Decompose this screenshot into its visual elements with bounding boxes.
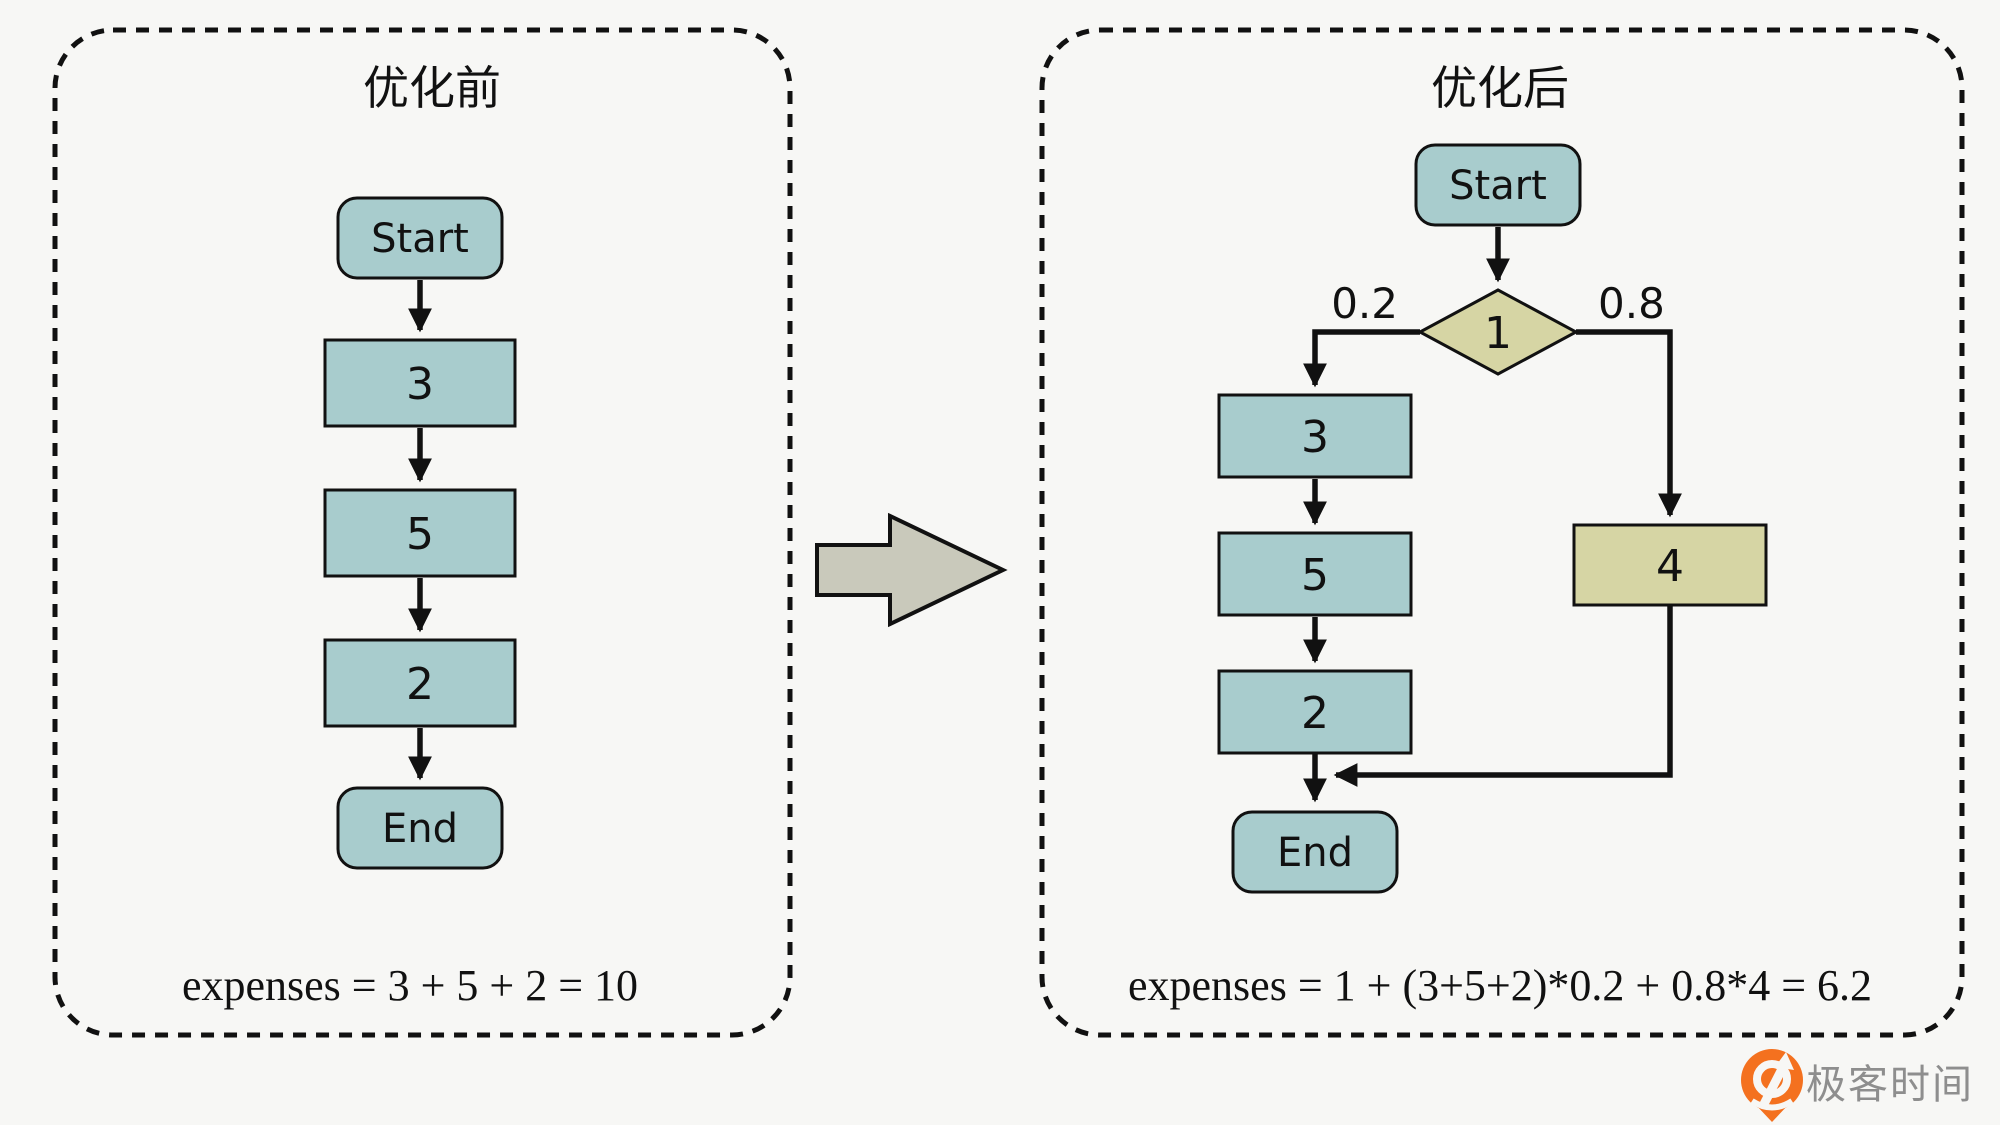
geektime-logo-icon (1741, 1049, 1803, 1122)
after-cost3-node (1217, 393, 1413, 479)
after-decision-label: 1 (1484, 308, 1512, 359)
after-end-node (1231, 810, 1399, 894)
after-connector-decision-4 (1576, 329, 1682, 518)
after-connector-4-merge (1333, 605, 1673, 787)
before-cost5-node (323, 488, 517, 578)
panel-after-title: 优化后 (1431, 61, 1569, 115)
panel-after-border (1039, 27, 1965, 1038)
after-end-label: End (1277, 830, 1353, 876)
panel-before-title: 优化前 (363, 61, 501, 115)
after-start-node (1414, 143, 1582, 227)
panel-after: 优化后 Start 1 0.2 0.8 3 5 2 4 (1039, 27, 1965, 1038)
before-cost2-label: 2 (406, 659, 434, 710)
after-start-label: Start (1449, 163, 1547, 209)
before-cost3-node (323, 338, 517, 428)
before-end-node (336, 786, 504, 870)
after-decision-node (1416, 288, 1580, 376)
after-cost5-node (1217, 531, 1413, 617)
panel-before-border (52, 27, 793, 1038)
before-start-node (336, 196, 504, 280)
branch-probability-right: 0.8 (1598, 279, 1665, 328)
after-cost2-label: 2 (1301, 688, 1329, 739)
before-end-label: End (382, 806, 458, 852)
after-cost4-node (1572, 523, 1768, 607)
before-expenses-formula: expenses = 3 + 5 + 2 = 10 (182, 961, 638, 1010)
branch-probability-left: 0.2 (1331, 279, 1398, 328)
after-expenses-formula: expenses = 1 + (3+5+2)*0.2 + 0.8*4 = 6.2 (1128, 961, 1872, 1010)
after-cost4-label: 4 (1656, 541, 1684, 592)
panel-before: 优化前 Start 3 5 2 End expenses = 3 + 5 + 2… (52, 27, 793, 1038)
before-cost2-node (323, 638, 517, 728)
before-cost3-label: 3 (406, 359, 434, 410)
before-cost5-label: 5 (406, 509, 434, 560)
after-cost5-label: 5 (1301, 550, 1329, 601)
geektime-logo-text: 极客时间 (1806, 1062, 1974, 1108)
geektime-logo: 极客时间 (1741, 1049, 1974, 1122)
after-connector-decision-3 (1303, 329, 1420, 388)
after-cost3-label: 3 (1301, 412, 1329, 463)
transform-arrow-icon (815, 512, 1008, 628)
before-start-label: Start (371, 216, 469, 262)
